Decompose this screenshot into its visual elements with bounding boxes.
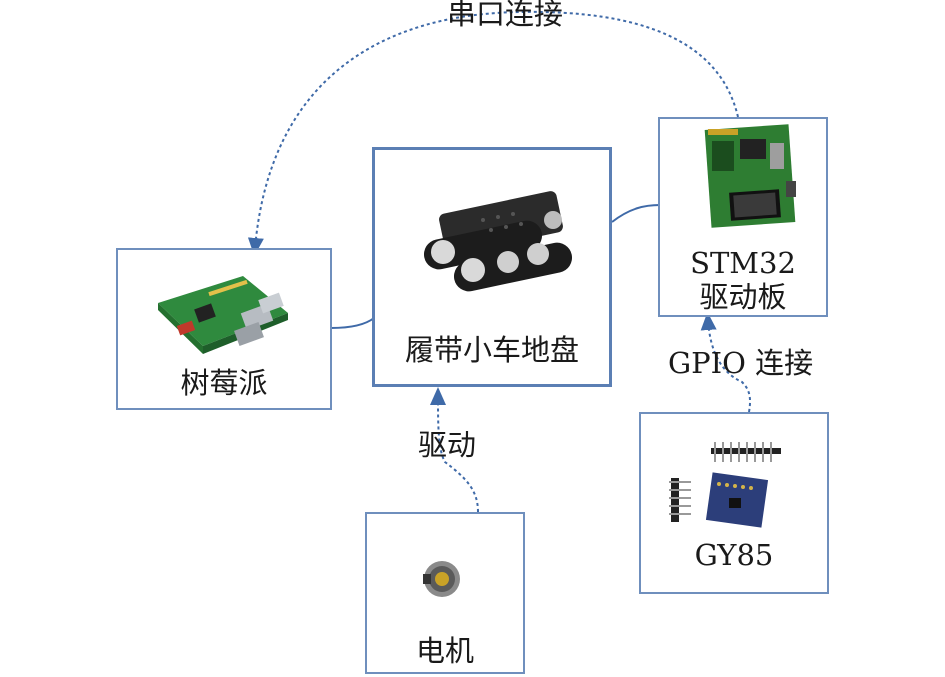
chassis-stm32-link bbox=[611, 204, 661, 223]
stm32-node: STM32 驱动板 bbox=[658, 117, 828, 317]
stm32-board-icon bbox=[704, 124, 796, 228]
motor-node: 电机 bbox=[365, 512, 525, 674]
gy85-label: GY85 bbox=[694, 538, 774, 572]
serial-connection-label: 串口连接 bbox=[447, 0, 564, 31]
gy85-sensor-icon bbox=[669, 442, 781, 528]
raspberry-pi-label: 树莓派 bbox=[180, 366, 268, 400]
gpio-connection-label: GPIO 连接 bbox=[668, 346, 814, 380]
gpio-connector bbox=[700, 312, 752, 413]
gy85-node: GY85 bbox=[639, 412, 829, 594]
drive-connector bbox=[430, 387, 479, 513]
pi-chassis-link bbox=[330, 317, 375, 329]
chassis-label: 履带小车地盘 bbox=[404, 333, 579, 367]
stm32-label-line2: 驱动板 bbox=[699, 280, 787, 314]
raspberry-pi-node: 树莓派 bbox=[116, 248, 332, 410]
tracked-chassis-icon bbox=[423, 191, 573, 292]
raspberry-pi-board-icon bbox=[158, 276, 288, 354]
motor-icon bbox=[423, 561, 460, 597]
stm32-label-line1: STM32 bbox=[690, 246, 796, 280]
chassis-node: 履带小车地盘 bbox=[372, 147, 612, 387]
drive-connection-label: 驱动 bbox=[418, 428, 477, 462]
motor-label: 电机 bbox=[415, 634, 474, 668]
serial-connector bbox=[247, 10, 739, 256]
